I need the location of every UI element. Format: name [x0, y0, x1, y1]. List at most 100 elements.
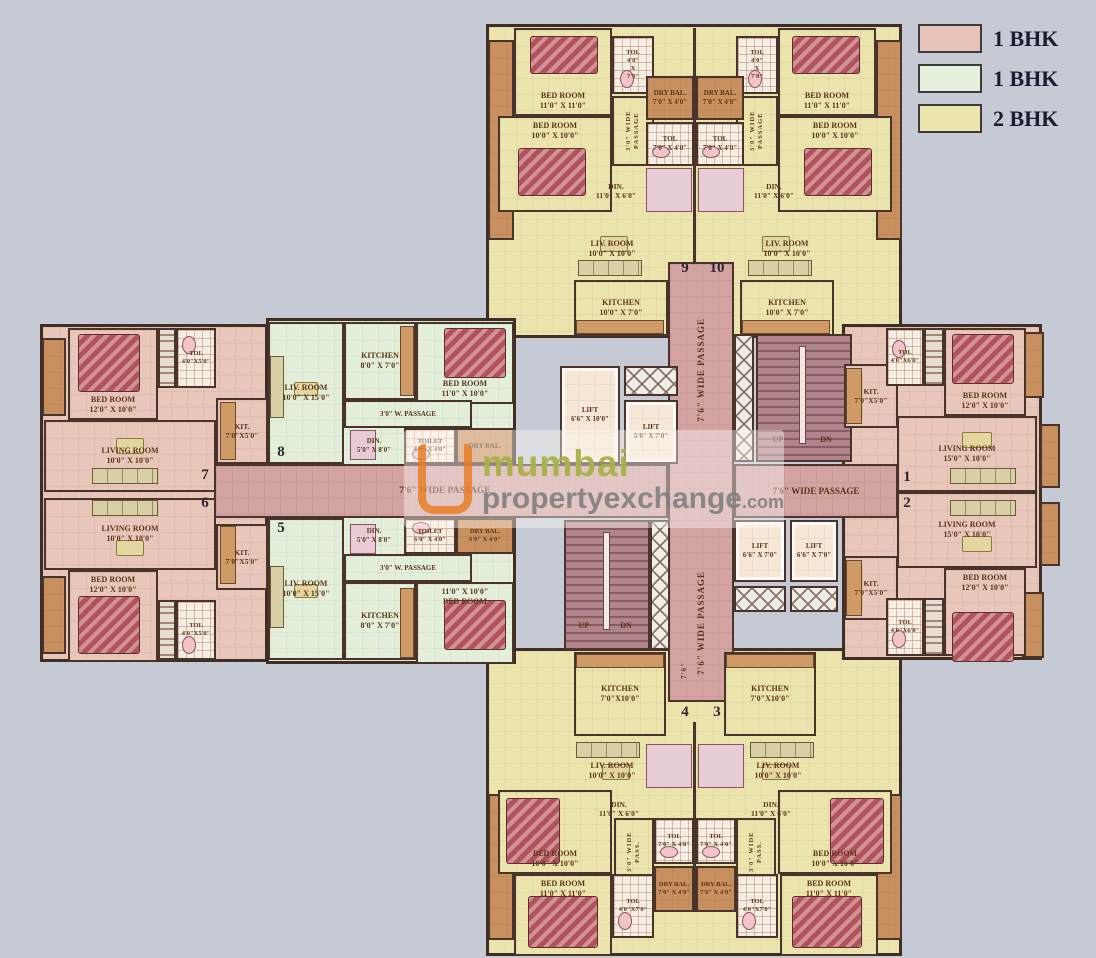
duct-shaft — [624, 366, 678, 396]
passage-label-text: 7'6" WIDE PASSAGE — [399, 486, 491, 496]
wall-divider — [693, 722, 696, 912]
dry-balcony-label: DRY BAL.7'0" X 4'0" — [652, 89, 688, 106]
legend-row-3: 2 BHK — [918, 104, 1058, 133]
bed-furniture — [518, 148, 586, 196]
wc-fixture-icon — [182, 336, 196, 354]
internal-passage: 3'0" WIDE PASSAGE — [612, 96, 654, 166]
internal-passage-label: 3'0" WIDE PASSAGE — [624, 110, 640, 152]
dry-balcony: DRY BAL.7'0" X 4'0" — [646, 76, 694, 120]
dry-balcony: DRY BAL.7'0" X 4'0" — [696, 76, 744, 120]
unit-number-text: 3 — [713, 703, 721, 720]
unit-number-text: 7 — [201, 466, 209, 483]
legend-row-1: 1 BHK — [918, 24, 1058, 53]
table-furniture — [698, 168, 744, 212]
balcony — [1040, 424, 1060, 488]
passage-label-text: 7'6" WIDE PASSAGE — [696, 571, 706, 675]
dining: DIN.11'0" X 6'0" — [738, 786, 804, 832]
bed-furniture — [506, 798, 560, 864]
property-exchange-logo-icon — [418, 444, 472, 514]
sofa-furniture — [270, 356, 284, 418]
bed-furniture — [530, 36, 598, 74]
ladder-hatch — [158, 328, 176, 388]
legend-swatch — [918, 64, 982, 93]
watermark-text: mumbai propertyexchange.com — [482, 445, 784, 514]
unit-number: 5 — [270, 516, 292, 540]
dining-label: DIN.11'0" X 6'0" — [754, 181, 794, 200]
unit-number-text: 1 — [903, 468, 911, 485]
unit-number-text: 5 — [277, 519, 285, 536]
bed-furniture — [78, 596, 140, 654]
balcony — [42, 576, 66, 654]
unit-number: 2 — [896, 490, 918, 516]
bedroom-label: 11'0" X 10'0"BED ROOM — [441, 587, 489, 606]
ctable-furniture — [962, 432, 992, 448]
ctable-furniture — [116, 438, 144, 454]
sofa-furniture — [92, 500, 158, 516]
passage-label: 7'6" WIDE PASSAGE — [330, 464, 560, 518]
unit-number-text: 6 — [201, 494, 209, 511]
kitchen-label: KIT.7'0"X5'0" — [854, 578, 888, 597]
watermark-brand: mumbai — [481, 442, 630, 484]
internal-passage-label: 3'0" WIDE PASS. — [747, 831, 763, 873]
stair-up-label: UP — [570, 618, 598, 632]
passage-width-label-text: 7'6" — [680, 661, 688, 679]
ctable-furniture — [962, 536, 992, 552]
unit-number-text: 9 — [681, 259, 689, 276]
dining: DIN.5'0" X 8'0" — [344, 518, 404, 554]
passage-label-text: 7'6" WIDE PASSAGE — [696, 318, 706, 422]
dry-balcony-label: DRY BAL.7'0" X 4'0" — [700, 880, 732, 896]
bed-furniture — [792, 36, 860, 74]
stair-up-label-text: UP — [578, 620, 590, 630]
rail-furniture — [799, 346, 806, 444]
dining: DIN.11'0" X 6'0" — [580, 166, 652, 216]
sofa-furniture — [748, 260, 812, 276]
watermark: mumbai propertyexchange.com — [404, 430, 784, 528]
passage-label: 7'6" WIDE PASSAGE — [736, 464, 896, 518]
counter-furniture — [400, 588, 414, 658]
balcony — [42, 338, 66, 416]
legend-row-2: 1 BHK — [918, 64, 1058, 93]
rail-furniture — [603, 532, 610, 630]
passage-label: 7'6" WIDE PASSAGE — [668, 288, 734, 452]
counter-furniture — [742, 320, 830, 334]
duct-shaft — [650, 520, 670, 650]
ctable-furniture — [116, 540, 144, 556]
ctable-furniture — [294, 584, 318, 598]
